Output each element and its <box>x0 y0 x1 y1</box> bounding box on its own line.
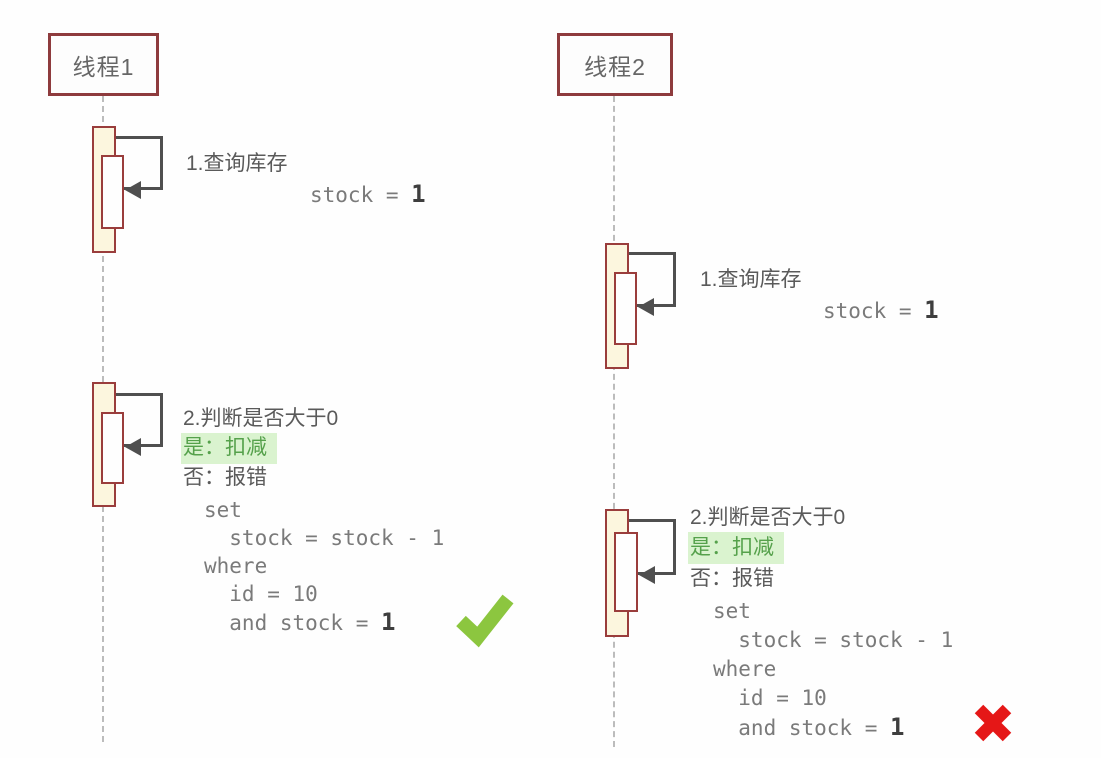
lifeline-thread-2 <box>613 96 615 747</box>
message-title: 1.查询库存 <box>186 152 288 175</box>
branch-no-line: 否：报错 <box>690 567 774 590</box>
sql-line: id = 10 <box>713 686 827 710</box>
sql-and-line: and stock = 1 <box>204 608 444 637</box>
message-title: 2.判断是否大于0 <box>183 407 339 430</box>
message-title: 2.判断是否大于0 <box>690 506 846 529</box>
message-thread-1-step-1: 1.查询库存 stock = 1 <box>186 150 426 209</box>
actor-label-thread-2: 线程2 <box>584 53 646 80</box>
branch-no-line: 否：报错 <box>183 466 267 489</box>
message-code-line: stock = 1 <box>310 180 426 209</box>
arrowhead-thread-1-step-2 <box>125 438 141 456</box>
x-icon <box>972 702 1014 744</box>
code-prefix: stock = <box>823 299 925 323</box>
sql-line: set <box>713 599 751 623</box>
message-thread-1-step-2: 2.判断是否大于0 是：扣减 否：报错 set stock = stock - … <box>181 405 444 637</box>
yes-highlight: 是：扣减 <box>688 532 784 564</box>
sql-and-prefix: and stock = <box>204 611 382 635</box>
sql-block: set stock = stock - 1 where id = 10 and … <box>713 597 953 743</box>
yes-highlight: 是：扣减 <box>181 433 277 464</box>
nested-activation-thread-1-step-2 <box>101 412 124 484</box>
sql-line: id = 10 <box>204 582 318 606</box>
sql-line: stock = stock - 1 <box>204 526 445 550</box>
arrowhead-thread-2-step-1 <box>638 298 654 316</box>
arrowhead-thread-2-step-2 <box>639 566 655 584</box>
sql-block: set stock = stock - 1 where id = 10 and … <box>204 496 444 637</box>
branch-yes-line: 是：扣减 <box>688 532 953 564</box>
sql-and-value: 1 <box>890 713 905 741</box>
sql-and-value: 1 <box>381 608 396 636</box>
sql-line: set <box>204 498 242 522</box>
nested-activation-thread-1-step-1 <box>101 155 124 229</box>
message-thread-2-step-1: 1.查询库存 stock = 1 <box>700 266 939 325</box>
branch-yes-line: 是：扣减 <box>181 433 444 464</box>
nested-activation-thread-2-step-2 <box>614 532 638 612</box>
nested-activation-thread-2-step-1 <box>614 272 637 345</box>
sql-and-line: and stock = 1 <box>713 713 953 743</box>
code-value: 1 <box>411 180 426 208</box>
sql-line: where <box>204 554 268 578</box>
arrowhead-thread-1-step-1 <box>125 181 141 199</box>
actor-label-thread-1: 线程1 <box>72 53 135 80</box>
sql-and-prefix: and stock = <box>713 716 891 740</box>
message-title: 1.查询库存 <box>700 268 802 291</box>
check-icon <box>452 588 518 648</box>
sql-line: where <box>713 657 777 681</box>
message-code-line: stock = 1 <box>823 296 939 325</box>
code-value: 1 <box>924 296 939 324</box>
message-thread-2-step-2: 2.判断是否大于0 是：扣减 否：报错 set stock = stock - … <box>688 503 953 743</box>
actor-box-thread-2: 线程2 <box>557 33 673 96</box>
sql-line: stock = stock - 1 <box>713 628 954 652</box>
code-prefix: stock = <box>310 183 412 207</box>
actor-box-thread-1: 线程1 <box>48 33 159 96</box>
